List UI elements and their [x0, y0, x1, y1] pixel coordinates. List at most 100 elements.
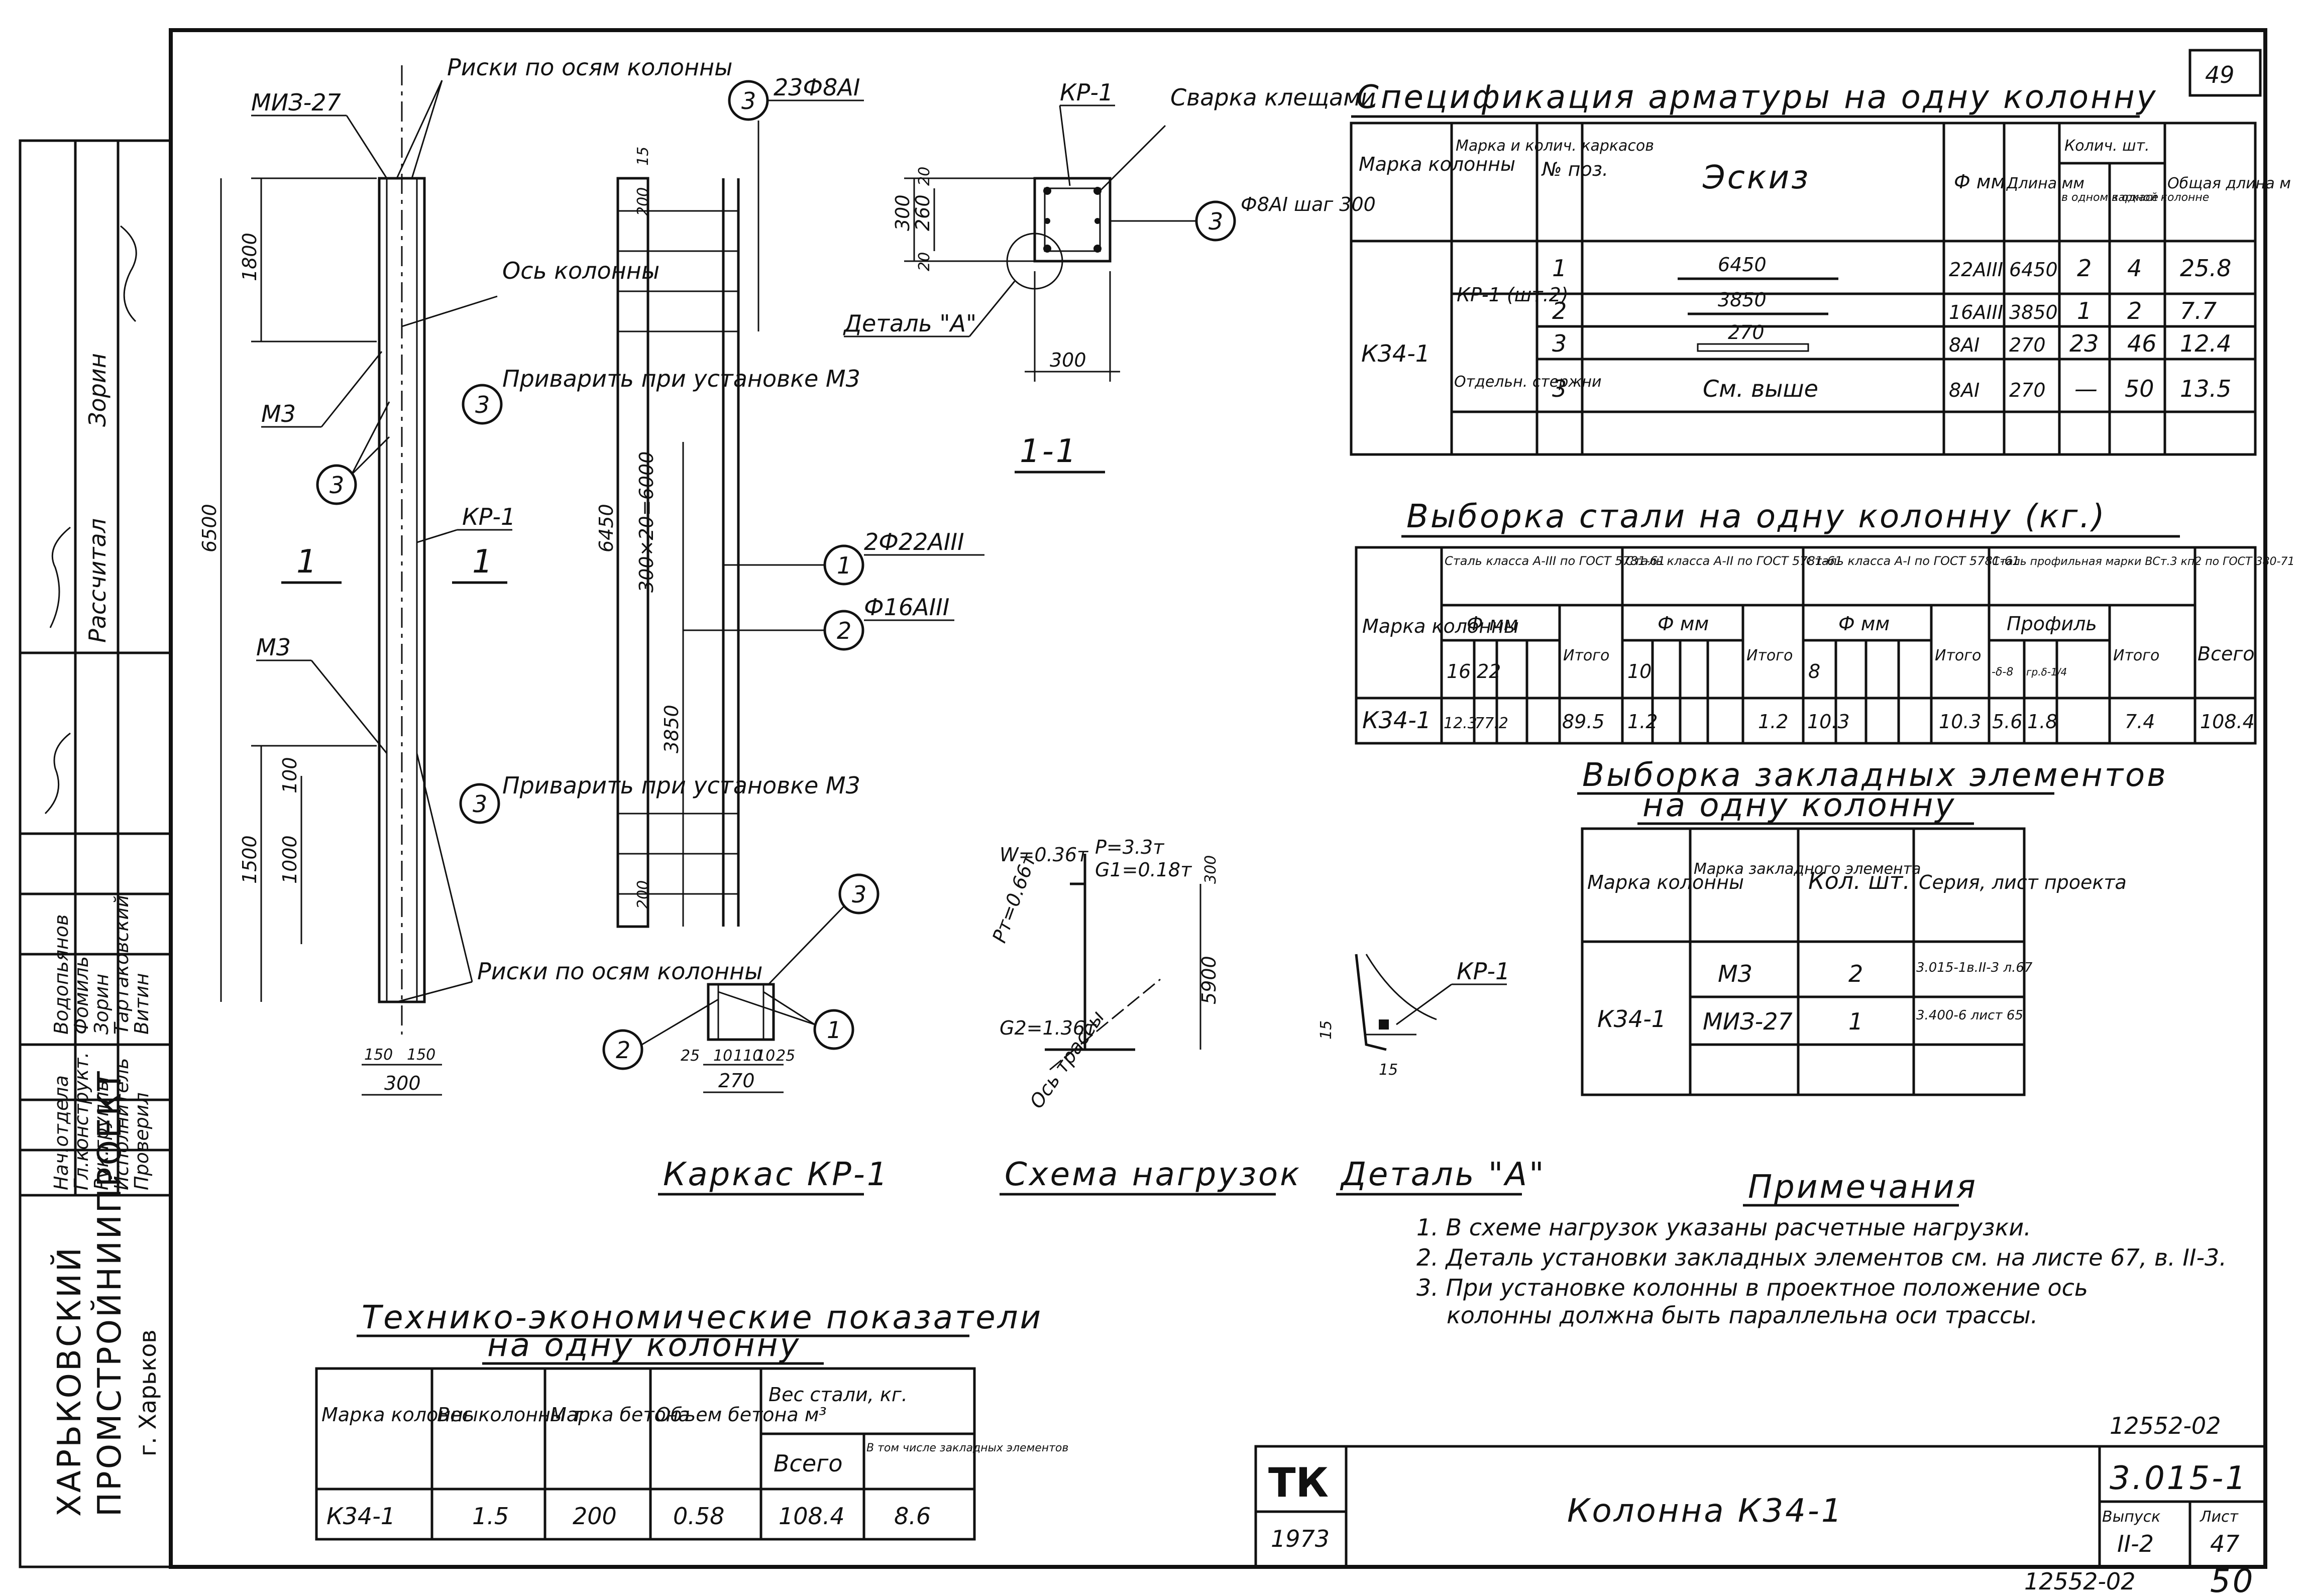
svg-text:МИЗ-27: МИЗ-27: [1703, 1008, 1793, 1035]
load-p: P=3.3т: [1095, 836, 1165, 858]
svg-text:3850: 3850: [2009, 301, 2058, 323]
code-bottom: 12552-02: [2024, 1568, 2135, 1595]
steel-row: К34-1 12.3 77.2 89.5 1.2 1.2 10.3 10.3 5…: [1362, 707, 2255, 734]
spec-h-qty: Колич. шт.: [2064, 137, 2150, 155]
name-0: Водопьянов: [50, 915, 72, 1035]
sec-callout-3: Ф8АI шаг 300: [1241, 193, 1376, 215]
dim-3850: 3850: [661, 705, 683, 753]
org-city: г. Харьков: [134, 1330, 161, 1456]
embed-h-kol: Кол. шт.: [1808, 867, 1910, 894]
title-block: 12552-02 ТК 1973 Колонна К34-1 3.015-1 В…: [1254, 1412, 2267, 1596]
role-2: Рук.группы: [90, 1076, 113, 1190]
list-number: 47: [2210, 1530, 2240, 1557]
vypusk: II-2: [2117, 1530, 2154, 1557]
dim-1000: 1000: [279, 835, 301, 884]
steel-h-profil: Профиль: [2007, 613, 2097, 635]
dim-25b: 25: [776, 1047, 795, 1065]
spec-row: 2 3850 16АIII 3850 1 2 7.7: [1552, 289, 2217, 324]
role-1: Гл.конструкт.: [70, 1052, 92, 1190]
svg-text:3: 3: [1552, 375, 1567, 402]
bubble-3-a: [462, 384, 503, 425]
svg-text:23: 23: [2069, 330, 2099, 357]
note-3: 3. При установке колонны в проектное пол…: [1416, 1274, 2088, 1301]
svg-text:270: 270: [1728, 321, 1765, 344]
embed-h-ser: Серия, лист проекта: [1919, 871, 2127, 893]
dim-1800: 1800: [239, 233, 261, 281]
section-mark-1a: 1: [296, 543, 319, 581]
svg-text:См. выше: См. выше: [1703, 375, 1818, 402]
svg-text:8АI: 8АI: [1949, 334, 1980, 356]
spec-h-pos: № поз.: [1541, 158, 1608, 180]
bubble-3-top: [728, 80, 769, 121]
svg-text:8: 8: [1808, 660, 1820, 682]
svg-text:1: 1: [1848, 1008, 1863, 1035]
bubble-1: [823, 544, 864, 586]
tech-h-ves: Вес колонны т: [437, 1404, 584, 1426]
bubble-3-c: [459, 783, 500, 824]
load-h: 5900: [1198, 956, 1220, 1004]
org-name-1: ХАРЬКОВСКИЙ: [50, 1245, 88, 1517]
svg-text:3: 3: [330, 472, 344, 499]
svg-text:16: 16: [1447, 660, 1471, 682]
dim-300x20: 300×20=6000: [635, 451, 657, 593]
dim-150b: 150: [407, 1046, 435, 1064]
spec-row: 3 См. выше 8АI 270 — 50 13.5: [1552, 375, 2231, 402]
svg-text:77.2: 77.2: [1475, 715, 1508, 732]
svg-text:К34-1: К34-1: [1362, 707, 1431, 734]
bubble-3-sec: [838, 873, 880, 915]
steel-h-a2: Сталь класса А-II по ГОСТ 5781-61: [1625, 554, 1842, 568]
tech-title1: Технико-экономические показатели: [362, 1299, 1043, 1336]
spec-row: 3 270 8АI 270 23 46 12.4: [1552, 321, 2231, 357]
svg-text:1: 1: [1552, 255, 1567, 282]
load-scheme: P=3.3т G1=0.18т W=0.36т Pт=0.66т G2=1.36…: [988, 836, 1220, 1112]
spec-table: Спецификация арматуры на одну колонну Ма…: [1350, 79, 2291, 456]
sec-dim-20b: 20: [916, 252, 933, 271]
caption-detail: Деталь "А": [1340, 1156, 1546, 1193]
label-riski-bottom: Риски по осям колонны: [477, 958, 762, 985]
spec-h-qty-a: в одном каркасе: [2061, 191, 2158, 204]
tech-table: Технико-экономические показатели на одну…: [315, 1299, 1068, 1541]
svg-text:2: 2: [1552, 297, 1567, 324]
svg-text:0.58: 0.58: [673, 1503, 724, 1530]
dim-200b: 200: [634, 880, 652, 909]
detail-a-kr1: КР-1: [1457, 958, 1510, 985]
embed-row: МИЗ-27 1 3.400-6 лист 65: [1703, 1008, 2023, 1035]
tk-logo: ТК: [1268, 1459, 1329, 1506]
tech-h-obem: Объем бетона м³: [655, 1404, 827, 1426]
steel-h-itogo2: Итого: [1746, 647, 1793, 664]
embed-h-marka: Марка колонны: [1587, 871, 1744, 893]
bubble-3-b: [316, 464, 357, 505]
spec-h-total: Общая длина м: [2167, 175, 2291, 192]
svg-text:3: 3: [741, 87, 756, 115]
svg-text:46: 46: [2127, 330, 2157, 357]
spec-group1: КР-1 (шт.2): [1457, 284, 1569, 306]
spec-h-len: Длина мм: [2006, 175, 2084, 192]
name-3: Тартаковский: [111, 895, 133, 1035]
sec-dim-20a: 20: [916, 167, 933, 186]
dim-150a: 150: [364, 1046, 393, 1064]
dim-110: 110: [733, 1047, 762, 1065]
svg-text:3: 3: [473, 790, 487, 818]
steel-h-itogo1: Итого: [1563, 647, 1609, 664]
label-riski-top: Риски по осям колонны: [447, 54, 732, 81]
svg-text:3.400-6 лист 65: 3.400-6 лист 65: [1916, 1008, 2023, 1023]
spec-h-marka: Марка колонны: [1359, 153, 1515, 175]
svg-text:6450: 6450: [1718, 254, 1767, 276]
role-4: Проверил: [131, 1092, 153, 1190]
year: 1973: [1271, 1525, 1330, 1552]
dim-15a: 15: [634, 147, 652, 166]
dim-6500: 6500: [198, 504, 221, 552]
svg-text:—: —: [2074, 375, 2098, 402]
svg-text:1: 1: [827, 1016, 841, 1044]
tech-h-stal: Вес стали, кг.: [768, 1384, 908, 1406]
bubble-2: [823, 610, 864, 651]
notes: Примечания 1. В схеме нагрузок указаны р…: [1416, 1169, 2227, 1329]
label-m3-bottom: М3: [256, 634, 291, 661]
steel-h-itogo3: Итого: [1935, 647, 1981, 664]
tech-h-vsego: Всего: [774, 1450, 842, 1477]
svg-text:25.8: 25.8: [2180, 255, 2231, 282]
steel-table: Выборка стали на одну колонну (кг.) Марк…: [1355, 498, 2294, 745]
dim-270: 270: [718, 1070, 755, 1092]
load-h2: 300: [1202, 855, 1220, 884]
